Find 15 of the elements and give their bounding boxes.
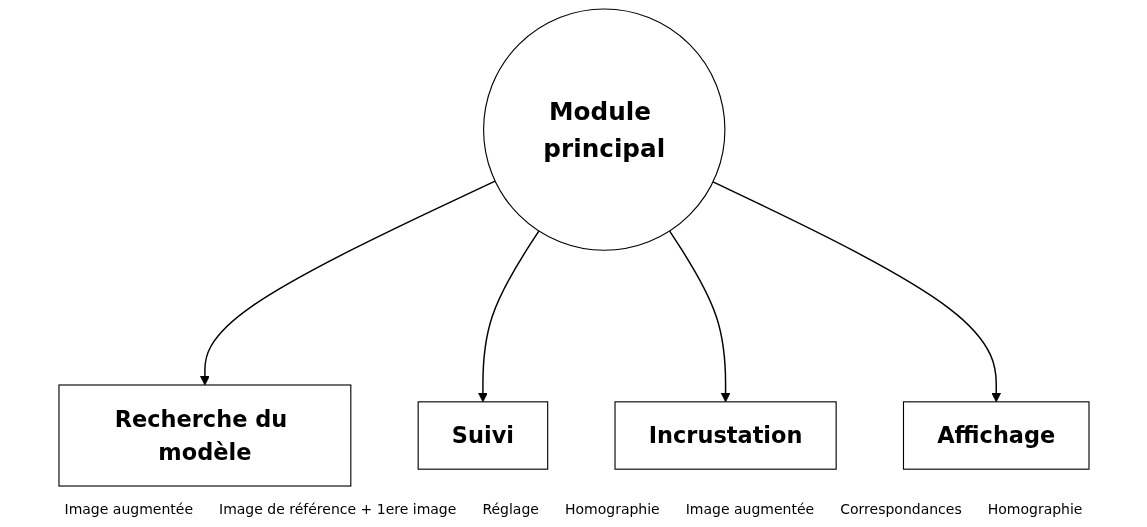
flow-label: Image de référence + 1ere image bbox=[219, 501, 457, 517]
flow-label: Image augmentée bbox=[64, 501, 193, 517]
node-box: Recherche du modèle bbox=[57, 384, 351, 487]
arrow bbox=[668, 230, 731, 403]
node-box: Incrustation bbox=[614, 401, 837, 470]
flow-label: Correspondances bbox=[840, 501, 962, 517]
node-circle: Module principal bbox=[482, 8, 725, 251]
node-box: Suivi bbox=[417, 401, 548, 470]
arrow bbox=[477, 230, 540, 403]
flow-label: Réglage bbox=[482, 501, 539, 517]
flow-label: Homographie bbox=[564, 501, 660, 517]
flow-label: Homographie bbox=[987, 501, 1083, 517]
flow-label: Image augmentée bbox=[685, 501, 815, 517]
node-box: Affichage bbox=[902, 401, 1090, 470]
arrow bbox=[199, 180, 496, 386]
